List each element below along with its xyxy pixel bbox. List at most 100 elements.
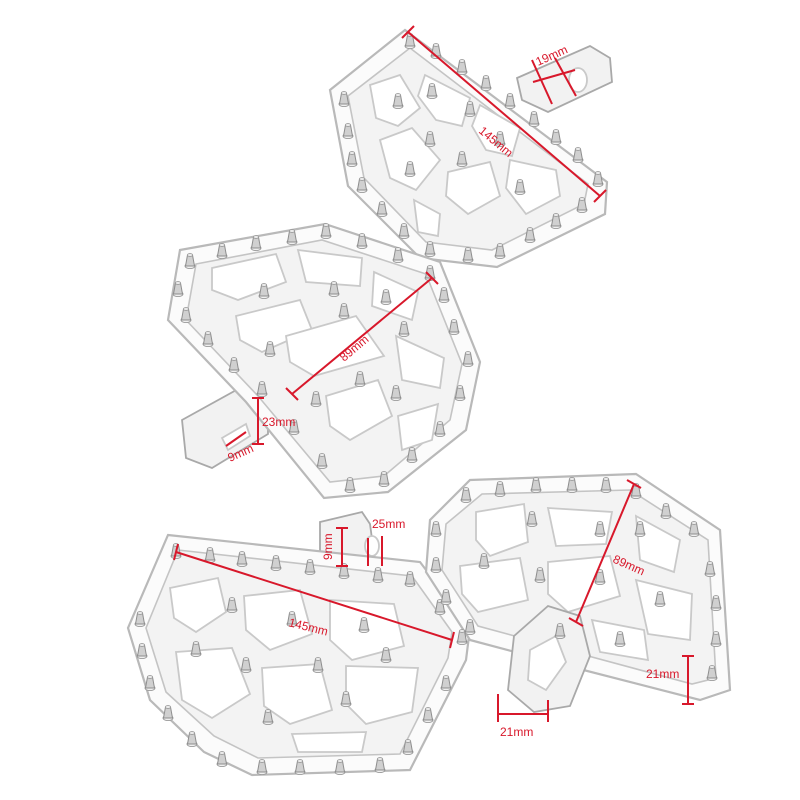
stud <box>288 419 300 436</box>
stud <box>456 151 468 168</box>
stud <box>398 223 410 240</box>
stud <box>422 707 434 724</box>
stud <box>480 75 492 92</box>
stud <box>478 553 490 570</box>
stud <box>404 33 416 50</box>
stud <box>356 233 368 250</box>
stud <box>430 521 442 538</box>
stud <box>494 131 506 148</box>
stud <box>630 483 642 500</box>
stud <box>634 521 646 538</box>
stud <box>340 691 352 708</box>
stud <box>392 247 404 264</box>
stud <box>380 647 392 664</box>
stud <box>320 223 332 240</box>
stud <box>180 307 192 324</box>
stud <box>162 705 174 722</box>
stud <box>524 227 536 244</box>
stud <box>134 611 146 628</box>
stud <box>462 351 474 368</box>
dim-bottom-right-pin-height: 21mm <box>646 667 679 681</box>
dim-bottom-right-pin-width: 21mm <box>500 725 533 739</box>
stud <box>286 611 298 628</box>
stud <box>342 123 354 140</box>
stud <box>534 567 546 584</box>
stud <box>346 151 358 168</box>
stud <box>614 631 626 648</box>
stud <box>566 477 578 494</box>
stud <box>186 731 198 748</box>
stud <box>554 623 566 640</box>
stud <box>144 675 156 692</box>
stud <box>592 171 604 188</box>
studs <box>134 33 722 776</box>
stud <box>338 563 350 580</box>
stud <box>334 759 346 776</box>
stud <box>504 93 516 110</box>
stud <box>654 591 666 608</box>
stud <box>494 243 506 260</box>
stud <box>380 289 392 306</box>
stud <box>406 447 418 464</box>
stud <box>312 657 324 674</box>
stud <box>398 321 410 338</box>
stud <box>550 213 562 230</box>
stud <box>710 595 722 612</box>
stud <box>424 241 436 258</box>
stud <box>216 243 228 260</box>
stud <box>338 303 350 320</box>
stud <box>216 751 228 768</box>
stud <box>372 567 384 584</box>
stud <box>454 385 466 402</box>
stud <box>434 421 446 438</box>
stud <box>572 147 584 164</box>
stud <box>250 235 262 252</box>
stud <box>404 161 416 178</box>
stud <box>440 675 452 692</box>
stud <box>530 477 542 494</box>
stud <box>344 477 356 494</box>
stud <box>256 381 268 398</box>
footpeg-bottom-left <box>126 510 472 777</box>
stud <box>264 341 276 358</box>
stud <box>438 287 450 304</box>
dim-bottom-left-pin-height: 9mm <box>321 533 335 560</box>
stud <box>374 757 386 774</box>
stud <box>594 521 606 538</box>
stud <box>256 759 268 776</box>
stud <box>430 557 442 574</box>
stud <box>440 589 452 606</box>
dimensions-bottom-right: 89mm 21mm 21mm <box>497 479 694 739</box>
stud <box>190 641 202 658</box>
stud <box>226 597 238 614</box>
stud <box>600 477 612 494</box>
stud <box>460 487 472 504</box>
dim-bottom-left-pin-width: 25mm <box>372 517 405 531</box>
stud <box>464 101 476 118</box>
stud <box>706 665 718 682</box>
stud <box>392 93 404 110</box>
stud <box>270 555 282 572</box>
stud <box>660 503 672 520</box>
stud <box>172 281 184 298</box>
stud <box>202 331 214 348</box>
footpeg-top <box>328 28 613 269</box>
stud <box>184 253 196 270</box>
stud <box>550 129 562 146</box>
stud <box>426 83 438 100</box>
stud <box>688 521 700 538</box>
footpeg-top-bracket-hole <box>568 67 588 93</box>
stud <box>328 281 340 298</box>
stud <box>448 319 460 336</box>
stud <box>404 571 416 588</box>
stud <box>228 357 240 374</box>
stud <box>378 471 390 488</box>
stud <box>294 759 306 776</box>
stud <box>240 657 252 674</box>
stud <box>528 111 540 128</box>
footpeg-bottom-right <box>424 472 732 713</box>
stud <box>704 561 716 578</box>
stud <box>358 617 370 634</box>
stud <box>376 201 388 218</box>
